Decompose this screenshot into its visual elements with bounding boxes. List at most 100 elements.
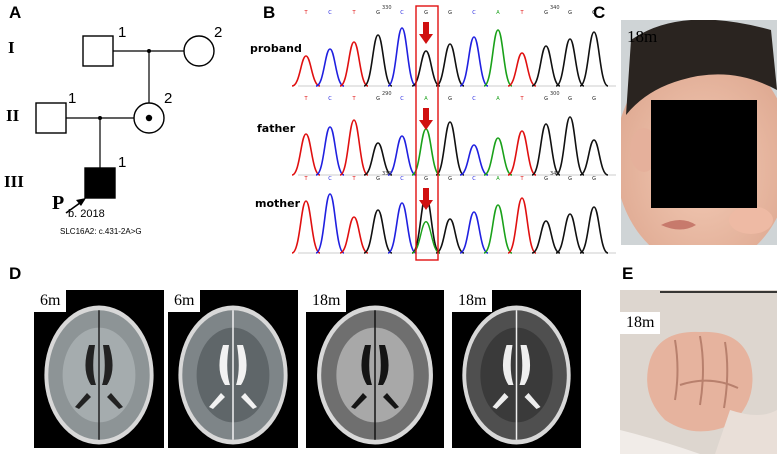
trace-peak bbox=[459, 36, 489, 87]
panel-letter-c: C bbox=[593, 3, 606, 22]
base-call: G bbox=[448, 10, 452, 16]
base-call: G bbox=[448, 96, 452, 102]
hand-photo: 18m bbox=[620, 290, 777, 454]
trace-peak bbox=[555, 213, 585, 254]
sequence-position: 300 bbox=[550, 91, 560, 97]
base-call: A bbox=[496, 176, 500, 182]
base-call: G bbox=[544, 176, 548, 182]
occipital-horn-left bbox=[209, 393, 225, 409]
trace-peak bbox=[315, 193, 345, 254]
occipital-horn-left bbox=[351, 393, 367, 409]
occipital-horn-right bbox=[383, 393, 399, 409]
base-call: C bbox=[472, 96, 476, 102]
base-call: G bbox=[544, 96, 548, 102]
base-call: T bbox=[351, 96, 356, 102]
base-call: C bbox=[472, 10, 476, 16]
pedigree-male-i1 bbox=[82, 35, 114, 67]
trace-peak bbox=[363, 34, 393, 87]
base-call: A bbox=[496, 10, 500, 16]
generation-label-ii: II bbox=[6, 106, 20, 125]
mri-axial-t1-6m: 6m bbox=[34, 290, 164, 448]
base-call: T bbox=[303, 10, 308, 16]
sequence-position: 330 bbox=[382, 5, 392, 11]
mri-age-label-4: 18m bbox=[452, 290, 493, 312]
trace-peak bbox=[387, 27, 417, 87]
trace-peak bbox=[507, 52, 537, 87]
trace-peak bbox=[579, 139, 609, 176]
trace-peak bbox=[387, 202, 417, 254]
brain-slice-1 bbox=[44, 305, 154, 445]
variant-arrow-shaft bbox=[423, 22, 429, 34]
trace-peak bbox=[291, 200, 321, 254]
face-photo-age: 18m bbox=[627, 27, 658, 46]
panel-letter-e: E bbox=[622, 264, 634, 283]
base-call: C bbox=[328, 176, 332, 182]
mri-axial-t2-6m: 6m bbox=[168, 290, 298, 448]
trace-peak bbox=[291, 55, 321, 87]
base-call: C bbox=[400, 176, 404, 182]
base-call: T bbox=[351, 176, 356, 182]
eye-censor-box bbox=[651, 100, 757, 208]
lateral-ventricle-left bbox=[219, 345, 230, 385]
mri-age-label-1: 6m bbox=[34, 290, 67, 312]
trace-peak-heterozygous bbox=[411, 220, 441, 254]
trace-peak bbox=[579, 31, 609, 87]
base-call: A bbox=[496, 96, 500, 102]
brain-slice-4 bbox=[462, 305, 571, 445]
trace-peak bbox=[435, 43, 465, 87]
occipital-horn-left bbox=[75, 393, 91, 409]
base-call: G bbox=[544, 10, 548, 16]
lateral-ventricle-right bbox=[236, 345, 247, 385]
brain-slice-3 bbox=[317, 305, 433, 445]
base-call: G bbox=[568, 10, 572, 16]
trace-peak bbox=[507, 130, 537, 176]
variant-arrow-head bbox=[419, 200, 433, 210]
trace-peak bbox=[363, 209, 393, 254]
base-call: T bbox=[351, 10, 356, 16]
trace-peak bbox=[507, 197, 537, 254]
base-call: G bbox=[376, 10, 380, 16]
pedigree-male-ii1 bbox=[35, 102, 67, 134]
panel-letter-d: D bbox=[9, 264, 22, 283]
base-call: G bbox=[592, 10, 596, 16]
pedigree-affected-male-iii1 bbox=[84, 167, 116, 199]
base-call: C bbox=[400, 10, 404, 16]
lateral-ventricle-left bbox=[502, 345, 514, 385]
base-call: C bbox=[328, 96, 332, 102]
sequence-position: 290 bbox=[382, 91, 392, 97]
base-call: A bbox=[424, 96, 428, 102]
mri-age-label-2: 6m bbox=[168, 290, 201, 312]
lateral-ventricle-left bbox=[85, 345, 96, 385]
trace-peak bbox=[579, 206, 609, 254]
trace-peak bbox=[315, 126, 345, 176]
panel-letter-b: B bbox=[263, 3, 276, 22]
lateral-ventricle-right bbox=[519, 345, 531, 385]
base-call: C bbox=[328, 10, 332, 16]
occipital-horn-right bbox=[524, 393, 541, 409]
lateral-ventricle-right bbox=[378, 345, 389, 385]
member-number-ii1: 1 bbox=[68, 90, 77, 107]
base-call: G bbox=[592, 176, 596, 182]
trace-label-proband: proband bbox=[250, 42, 302, 55]
trace-peak bbox=[435, 121, 465, 176]
trace-peak bbox=[459, 144, 489, 176]
proband-birth-year: b. 2018 bbox=[68, 208, 105, 220]
trace-peak bbox=[531, 45, 561, 87]
base-call: G bbox=[592, 96, 596, 102]
pedigree-female-i2 bbox=[183, 35, 215, 67]
sequence-position: 340 bbox=[550, 5, 560, 11]
base-call: T bbox=[303, 176, 308, 182]
member-number-i1: 1 bbox=[118, 24, 127, 41]
variant-arrow-head bbox=[419, 120, 433, 130]
hand-photo-age: 18m bbox=[620, 312, 661, 334]
pedigree-proband-arrow-head bbox=[76, 198, 86, 206]
member-number-i2: 2 bbox=[214, 24, 223, 41]
trace-peak bbox=[363, 142, 393, 176]
member-number-iii1: 1 bbox=[118, 154, 127, 171]
trace-peak bbox=[483, 137, 513, 176]
variant-highlight-box bbox=[415, 5, 439, 261]
base-call: G bbox=[376, 96, 380, 102]
trace-peak bbox=[315, 48, 345, 87]
base-call: G bbox=[376, 176, 380, 182]
